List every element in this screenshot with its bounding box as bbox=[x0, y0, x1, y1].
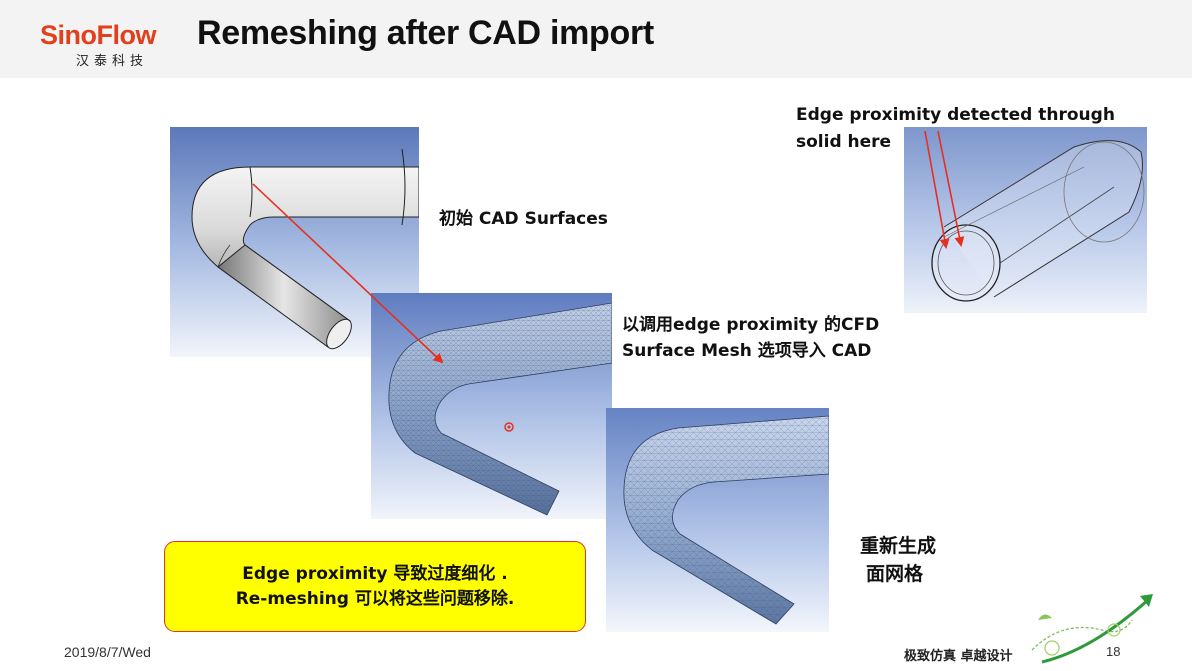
header-band: SinoFlow 汉泰科技 Remeshing after CAD import bbox=[0, 0, 1192, 78]
callout-line1: Edge proximity 导致过度细化 . bbox=[242, 563, 508, 584]
proximity-option-label-line1: 以调用edge proximity 的CFD bbox=[622, 315, 880, 335]
footer-logo-icon bbox=[1031, 594, 1153, 664]
logo-wordmark: SinoFlow bbox=[40, 20, 156, 50]
callout-line2: Re-meshing 可以将这些问题移除. bbox=[235, 588, 515, 609]
proximity-option-label-line2: Surface Mesh 选项导入 CAD bbox=[622, 341, 872, 361]
regenerate-label-line2: 面网格 bbox=[866, 563, 924, 585]
remeshed-surface-image bbox=[606, 408, 829, 632]
detected-label-line1: Edge proximity detected through bbox=[796, 105, 1115, 125]
imported-mesh-image bbox=[371, 293, 612, 519]
footer-slogan: 极致仿真 卓越设计 bbox=[904, 649, 1013, 664]
slide-title: Remeshing after CAD import bbox=[197, 14, 654, 52]
regenerate-label-line1: 重新生成 bbox=[860, 535, 937, 557]
callout-box: Edge proximity 导致过度细化 . Re-meshing 可以将这些… bbox=[164, 541, 586, 632]
initial-cad-label: 初始 CAD Surfaces bbox=[439, 209, 608, 229]
page-number: 18 bbox=[1106, 644, 1121, 659]
proximity-detection-image bbox=[904, 127, 1147, 313]
footer-date: 2019/8/7/Wed bbox=[64, 644, 151, 660]
logo-subtext: 汉泰科技 bbox=[76, 54, 149, 69]
detected-label-line2: solid here bbox=[796, 132, 892, 152]
